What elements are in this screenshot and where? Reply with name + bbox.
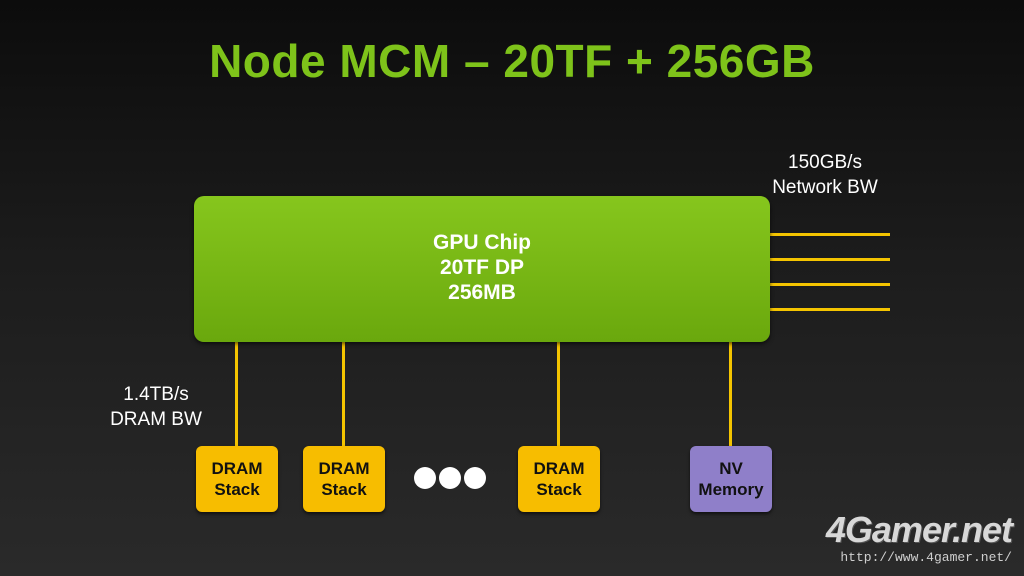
- box-label-top: NV: [719, 459, 743, 478]
- gpu-chip-flops: 20TF DP: [439, 256, 525, 279]
- box-label-top: DRAM: [318, 459, 370, 478]
- ellipsis-dot: [414, 467, 436, 489]
- box-label-bottom: Stack: [536, 480, 582, 499]
- network-bw-label: 150GB/s Network BW: [760, 150, 890, 200]
- dram-stack-box: DRAM Stack: [196, 446, 278, 512]
- dram-link: [557, 340, 560, 448]
- gpu-chip-memory: 256MB: [448, 281, 516, 304]
- network-link: [768, 258, 890, 261]
- network-bw-value: 150GB/s: [788, 152, 862, 173]
- watermark: 4Gamer.net http://www.4gamer.net/: [825, 509, 1013, 566]
- dram-link: [235, 340, 238, 448]
- nv-link: [729, 340, 732, 448]
- network-link: [768, 233, 890, 236]
- dram-stack-box: DRAM Stack: [518, 446, 600, 512]
- ellipsis-dot: [439, 467, 461, 489]
- box-label-top: DRAM: [533, 459, 585, 478]
- network-link: [768, 283, 890, 286]
- network-link: [768, 308, 890, 311]
- network-bw-caption: Network BW: [772, 177, 878, 198]
- dram-bw-caption: DRAM BW: [110, 409, 202, 430]
- box-label-top: DRAM: [211, 459, 263, 478]
- box-label-bottom: Stack: [321, 480, 367, 499]
- ellipsis-dot: [464, 467, 486, 489]
- dram-bw-label: 1.4TB/s DRAM BW: [96, 382, 216, 432]
- dram-link: [342, 340, 345, 448]
- nv-memory-box: NV Memory: [690, 446, 772, 512]
- dram-bw-value: 1.4TB/s: [123, 384, 189, 405]
- watermark-logo: 4Gamer.net: [825, 509, 1013, 550]
- gpu-chip-block: GPU Chip 20TF DP 256MB: [194, 196, 770, 342]
- gpu-chip-name: GPU Chip: [433, 231, 531, 254]
- slide-title: Node MCM – 20TF + 256GB: [209, 35, 815, 87]
- box-label-bottom: Stack: [214, 480, 260, 499]
- dram-stack-box: DRAM Stack: [303, 446, 385, 512]
- watermark-url: http://www.4gamer.net/: [840, 550, 1012, 565]
- box-label-bottom: Memory: [698, 480, 764, 499]
